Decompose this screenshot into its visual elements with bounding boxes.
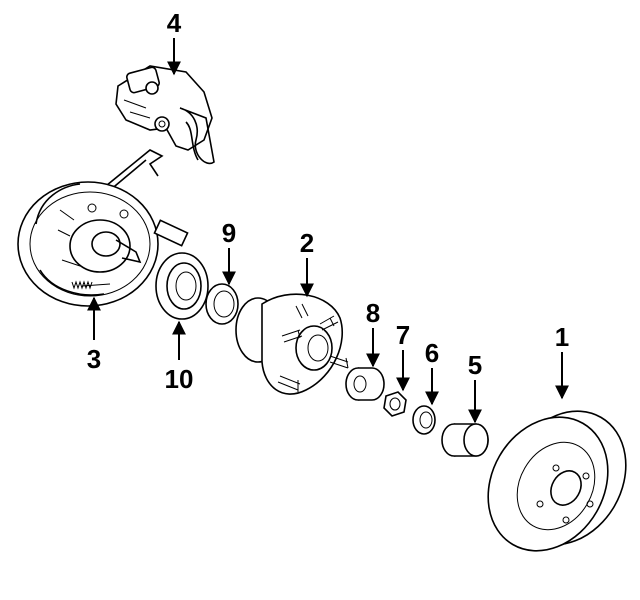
callout-8: 8 — [366, 298, 380, 328]
caliper-icon — [115, 65, 215, 165]
seal-icon — [205, 283, 239, 325]
callout-3: 3 — [87, 344, 101, 374]
outer-bearing-icon — [345, 367, 385, 401]
callout-9: 9 — [222, 218, 236, 248]
callout-5: 5 — [468, 350, 482, 380]
nut-icon — [383, 391, 407, 417]
dust-cap-icon — [441, 423, 489, 457]
callout-4: 4 — [167, 8, 182, 38]
callout-1: 1 — [555, 322, 569, 352]
backing-plate-icon — [17, 149, 189, 307]
callout-10: 10 — [165, 364, 194, 394]
brake-rotor-icon — [487, 410, 627, 552]
nut-retainer-icon — [412, 405, 436, 435]
callout-7: 7 — [396, 320, 410, 350]
callout-leaders — [87, 38, 569, 424]
inner-bearing-icon — [155, 252, 209, 320]
wheel-hub-icon — [235, 293, 349, 395]
callout-2: 2 — [300, 228, 314, 258]
callout-6: 6 — [425, 338, 439, 368]
